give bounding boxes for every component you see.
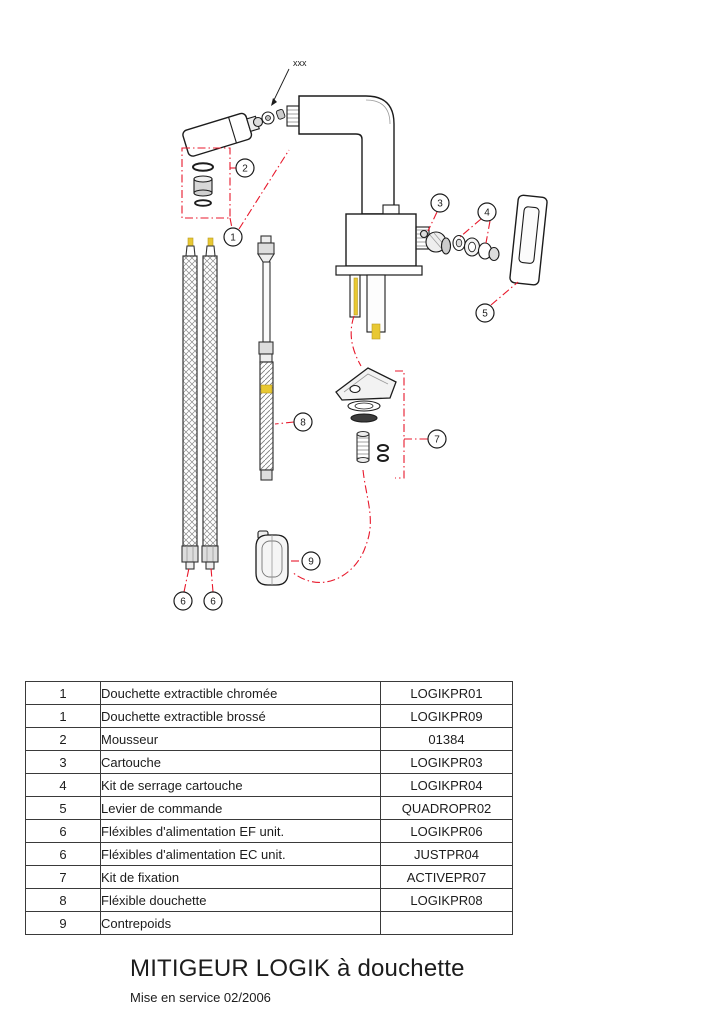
part-ref-cell: 01384	[380, 727, 513, 751]
table-row: 6 Fléxibles d'alimentation EF unit. LOGI…	[25, 819, 513, 843]
lever-handle	[509, 194, 548, 286]
part-ref-cell: LOGIKPR09	[380, 704, 513, 728]
svg-text:7: 7	[434, 435, 440, 446]
part-number-cell: 6	[25, 819, 101, 843]
part-ref-cell: LOGIKPR01	[380, 681, 513, 705]
service-date: Mise en service 02/2006	[130, 990, 271, 1005]
faucet-exploded-svg: xxx	[173, 58, 548, 611]
part-designation-cell: Douchette extractible brossé	[100, 704, 381, 728]
part-ref-cell: JUSTPR04	[380, 842, 513, 866]
head-connector-parts	[252, 108, 286, 128]
table-row: 9 Contrepoids	[25, 911, 513, 935]
part-designation-cell: Fléxibles d'alimentation EC unit.	[100, 842, 381, 866]
callout-4: 4	[477, 202, 497, 222]
table-row: 4 Kit de serrage cartouche LOGIKPR04	[25, 773, 513, 797]
mousseur-parts	[192, 162, 214, 207]
callouts: 1 2 3 4 5 6 6 7	[173, 158, 497, 611]
table-row: 2 Mousseur 01384	[25, 727, 513, 751]
table-row: 3 Cartouche LOGIKPR03	[25, 750, 513, 774]
part-number-cell: 2	[25, 727, 101, 751]
svg-text:3: 3	[437, 199, 443, 210]
faucet-body	[286, 95, 430, 340]
table-row: 7 Kit de fixation ACTIVEPR07	[25, 865, 513, 889]
part-number-cell: 5	[25, 796, 101, 820]
counterweight	[255, 530, 289, 586]
svg-text:5: 5	[482, 309, 488, 320]
table-row: 8 Fléxible douchette LOGIKPR08	[25, 888, 513, 912]
part-ref-cell: LOGIKPR04	[380, 773, 513, 797]
svg-text:4: 4	[484, 208, 490, 219]
part-designation-cell: Mousseur	[100, 727, 381, 751]
table-row: 6 Fléxibles d'alimentation EC unit. JUST…	[25, 842, 513, 866]
parts-table: 1 Douchette extractible chromée LOGIKPR0…	[25, 681, 513, 935]
part-designation-cell: Kit de fixation	[100, 865, 381, 889]
callout-5: 5	[475, 303, 495, 323]
table-row: 1 Douchette extractible chromée LOGIKPR0…	[25, 681, 513, 705]
flow-line-lower	[291, 469, 371, 583]
part-ref-cell: LOGIKPR06	[380, 819, 513, 843]
svg-text:6: 6	[180, 597, 186, 608]
fixation-kit	[335, 367, 397, 464]
exploded-view-diagram: xxx	[173, 58, 548, 611]
table-row: 1 Douchette extractible brossé LOGIKPR09	[25, 704, 513, 728]
callout-1: 1	[223, 227, 243, 247]
part-ref-cell: QUADROPR02	[380, 796, 513, 820]
clamp-kit-rings	[452, 234, 500, 262]
page-title: MITIGEUR LOGIK à douchette	[130, 955, 465, 982]
table-row: 5 Levier de commande QUADROPR02	[25, 796, 513, 820]
leader-lines	[181, 147, 519, 593]
part-ref-cell: ACTIVEPR07	[380, 865, 513, 889]
part-number-cell: 8	[25, 888, 101, 912]
callout-2: 2	[235, 158, 255, 178]
part-number-cell: 9	[25, 911, 101, 935]
part-number-cell: 1	[25, 704, 101, 728]
part-number-cell: 4	[25, 773, 101, 797]
part-designation-cell: Kit de serrage cartouche	[100, 773, 381, 797]
callout-6-right: 6	[203, 591, 223, 611]
part-designation-cell: Levier de commande	[100, 796, 381, 820]
mousseur-group-box	[181, 147, 231, 219]
part-number-cell: 3	[25, 750, 101, 774]
svg-text:6: 6	[210, 597, 216, 608]
xxx-label: xxx	[293, 58, 307, 68]
callout-9: 9	[301, 551, 321, 571]
callout-8: 8	[293, 412, 313, 432]
part-designation-cell: Cartouche	[100, 750, 381, 774]
part-designation-cell: Contrepoids	[100, 911, 381, 935]
part-number-cell: 1	[25, 681, 101, 705]
shower-hose	[257, 235, 275, 481]
part-designation-cell: Fléxible douchette	[100, 888, 381, 912]
svg-text:1: 1	[230, 233, 236, 244]
part-designation-cell: Fléxibles d'alimentation EF unit.	[100, 819, 381, 843]
svg-text:9: 9	[308, 557, 314, 568]
supply-hose-left	[181, 237, 199, 570]
fixation-group-bracket	[395, 370, 405, 479]
callout-6-left: 6	[173, 591, 193, 611]
svg-text:8: 8	[300, 418, 306, 429]
part-ref-cell	[380, 911, 513, 935]
part-number-cell: 7	[25, 865, 101, 889]
part-designation-cell: Douchette extractible chromée	[100, 681, 381, 705]
part-number-cell: 6	[25, 842, 101, 866]
diagram-parts: xxx	[181, 58, 548, 586]
part-ref-cell: LOGIKPR08	[380, 888, 513, 912]
part-ref-cell: LOGIKPR03	[380, 750, 513, 774]
svg-text:2: 2	[242, 164, 248, 175]
cartridge	[419, 229, 452, 255]
callout-7: 7	[427, 429, 447, 449]
flow-line-upper	[350, 315, 362, 367]
supply-hose-right	[201, 237, 219, 570]
xxx-note: xxx	[271, 58, 307, 106]
douchette-head	[182, 112, 260, 157]
callout-3: 3	[430, 193, 450, 213]
